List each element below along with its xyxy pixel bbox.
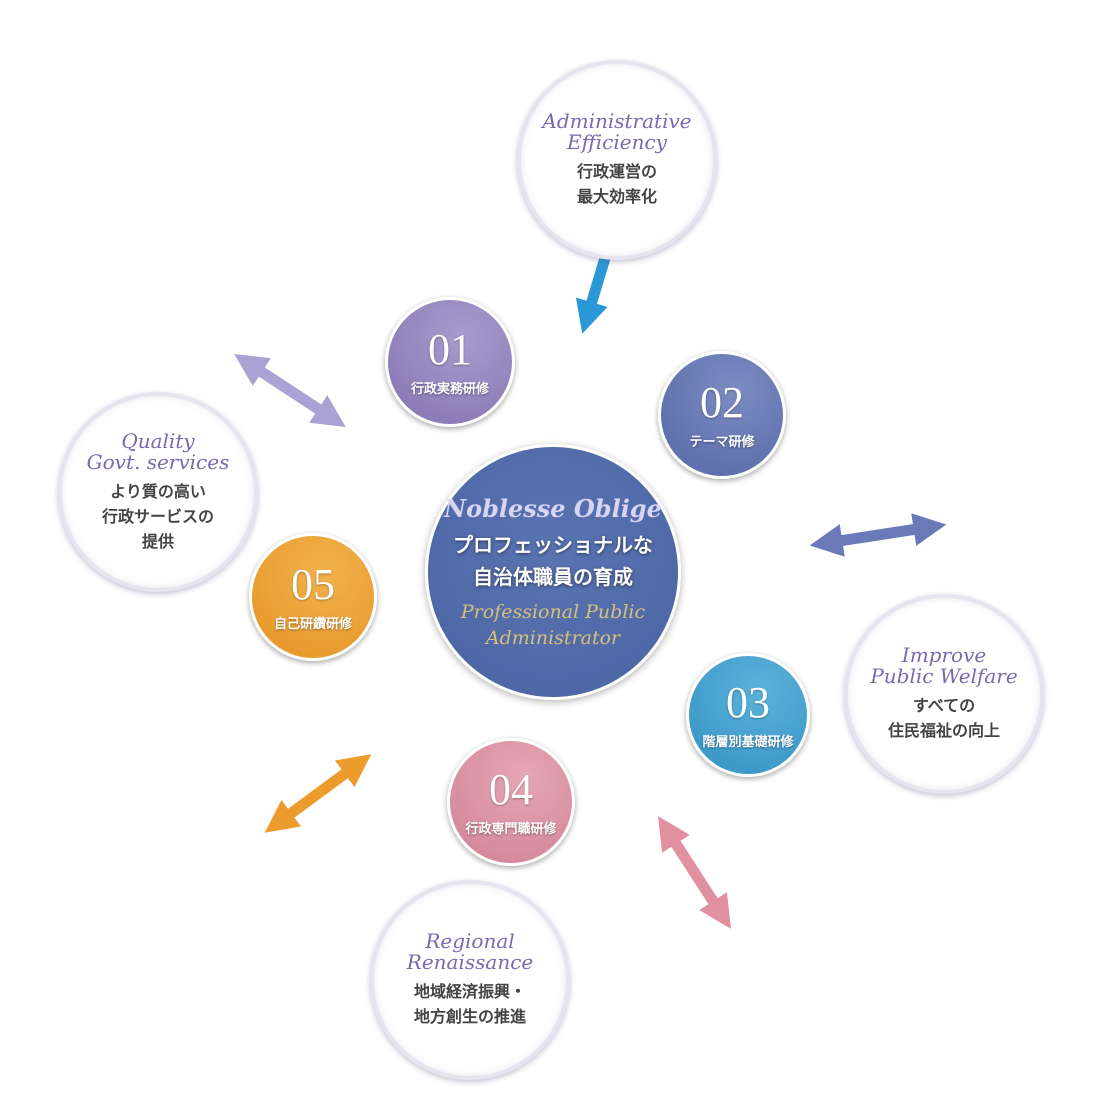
center-circle: Noblesse Oblige プロフェッショナルな自治体職員の育成 Profe… (425, 444, 681, 700)
program-label: 行政実務研修 (410, 381, 489, 397)
program-label: テーマ研修 (689, 434, 755, 450)
goal-en-line2: Efficiency (567, 130, 667, 154)
goal-en-line1: Regional (425, 929, 515, 953)
program-01: 01 行政実務研修 (385, 297, 515, 427)
goal-jp-line1: すべての (912, 696, 976, 715)
goal-jp-line2: 住民福祉の向上 (887, 721, 1000, 740)
goal-en-line1: Improve (901, 643, 987, 667)
goal-quality-services: Quality Govt. services より質の高い行政サービスの提供 (58, 392, 258, 592)
program-number: 04 (489, 764, 533, 814)
program-05: 05 自己研鑽研修 (249, 533, 377, 661)
program-label: 行政専門職研修 (465, 821, 557, 837)
program-number: 05 (291, 559, 335, 609)
goal-jp-line3: 提供 (141, 531, 174, 551)
goal-public-welfare: Improve Public Welfare すべての住民福祉の向上 (844, 594, 1044, 794)
center-subtitle-line2: Administrator (485, 626, 621, 649)
goal-administrative-efficiency: Administrative Efficiency 行政運営の最大効率化 (517, 60, 717, 260)
program-label: 階層別基礎研修 (702, 734, 794, 750)
goal-en-line2: Govt. services (86, 449, 230, 474)
program-number: 02 (700, 377, 744, 427)
program-number: 03 (726, 677, 770, 727)
arrow-quality (234, 353, 346, 428)
program-04: 04 行政専門職研修 (447, 738, 575, 866)
center-title-jp-line1: プロフェッショナルな (453, 532, 653, 557)
program-label: 自己研鑽研修 (273, 616, 352, 632)
goal-jp-line2: 最大効率化 (576, 187, 657, 206)
program-number: 01 (428, 324, 472, 374)
goal-jp-line2: 行政サービスの (101, 506, 214, 526)
goal-en-line1: Quality (121, 428, 195, 453)
goal-en-line1: Administrative (542, 109, 692, 133)
arrow-self-study (264, 754, 372, 833)
goal-regional-renaissance: Regional Renaissance 地域経済振興・地方創生の推進 (370, 880, 570, 1080)
center-subtitle-line1: Professional Public (460, 600, 646, 623)
goal-jp-line2: 地方創生の推進 (413, 1007, 526, 1026)
goal-en-line2: Public Welfare (870, 664, 1018, 688)
goal-jp-line1: 地域経済振興・ (413, 982, 526, 1001)
arrow-welfare (809, 513, 947, 557)
center-title-jp-line2: 自治体職員の育成 (473, 564, 633, 589)
goal-jp-line1: 行政運営の (576, 162, 657, 181)
goal-en-line2: Renaissance (406, 950, 534, 974)
goal-jp-line1: より質の高い (110, 481, 206, 501)
center-title-en: Noblesse Oblige (444, 493, 662, 523)
program-03: 03 階層別基礎研修 (686, 653, 810, 777)
arrow-regional (658, 816, 731, 929)
program-02: 02 テーマ研修 (658, 351, 786, 479)
